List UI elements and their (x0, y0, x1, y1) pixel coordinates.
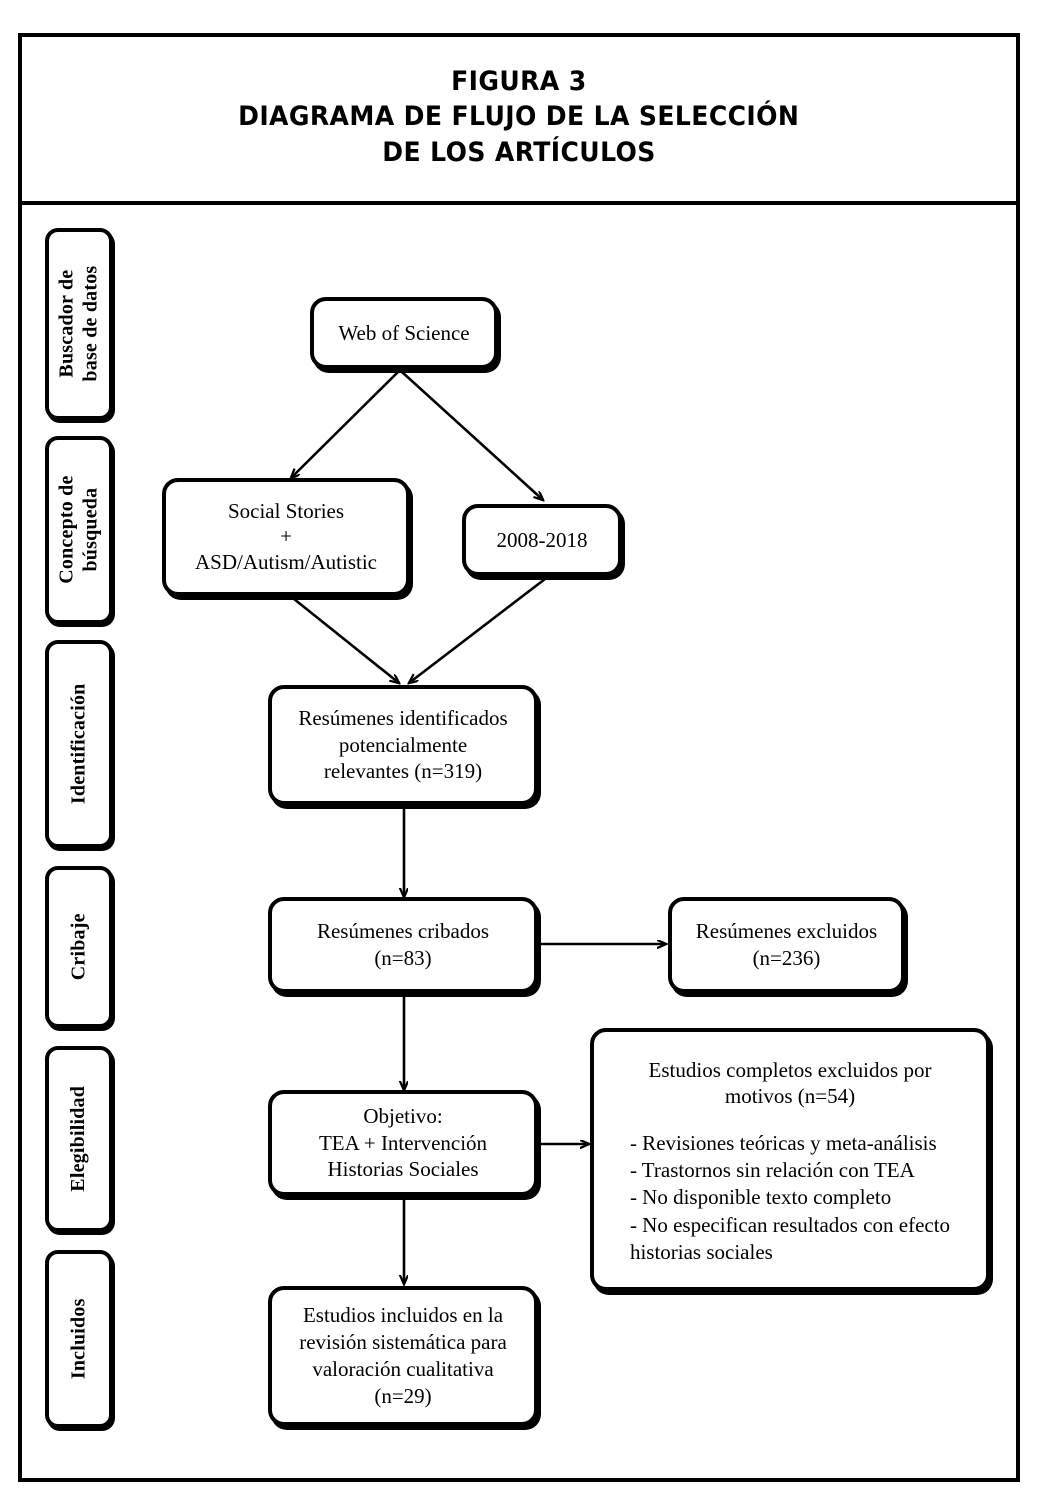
node-date-range: 2008-2018 (462, 504, 622, 576)
node-screened: Resúmenes cribados(n=83) (268, 897, 538, 993)
stage-label-elegibilidad: Elegibilidad (45, 1046, 113, 1232)
reason-item-1: - Revisiones teóricas y meta-análisis (629, 1130, 937, 1155)
stage-label-incluidos-text: Incluidos (67, 1298, 90, 1380)
figure-outer-border (18, 33, 1020, 1482)
node-concept-terms: Social Stories+ASD/Autism/Autistic (162, 478, 410, 596)
node-database-text: Web of Science (338, 320, 470, 345)
node-screened-excluded: Resúmenes excluidos(n=236) (668, 897, 905, 993)
figure-title-block: FIGURA 3 DIAGRAMA DE FLUJO DE LA SELECCI… (18, 33, 1020, 205)
node-database: Web of Science (310, 297, 498, 369)
stage-label-cribaje-text: Cribaje (67, 913, 90, 981)
stage-label-identificacion-text: Identificación (67, 683, 90, 805)
node-date-range-text: 2008-2018 (496, 527, 588, 552)
figure-title-line-2: DIAGRAMA DE FLUJO DE LA SELECCIÓN (238, 101, 800, 133)
reason-item-2: - Trastornos sin relación con TEA (629, 1158, 915, 1182)
node-concept-terms-text: Social Stories+ASD/Autism/Autistic (194, 498, 378, 574)
node-screened-text: Resúmenes cribados(n=83) (316, 919, 490, 970)
stage-label-cribaje: Cribaje (45, 866, 113, 1028)
reason-item-3: - No disponible texto completo (629, 1185, 892, 1210)
stage-label-identificacion: Identificación (45, 640, 113, 848)
figure-title-line-1: FIGURA 3 (451, 65, 587, 97)
figure-title-line-3: DE LOS ARTÍCULOS (382, 136, 656, 168)
node-screened-excluded-text: Resúmenes excluidos(n=236) (695, 919, 878, 970)
stage-label-elegibilidad-text: Elegibilidad (67, 1086, 90, 1192)
stage-label-incluidos: Incluidos (45, 1250, 113, 1428)
reasons-spacer (630, 1110, 950, 1130)
